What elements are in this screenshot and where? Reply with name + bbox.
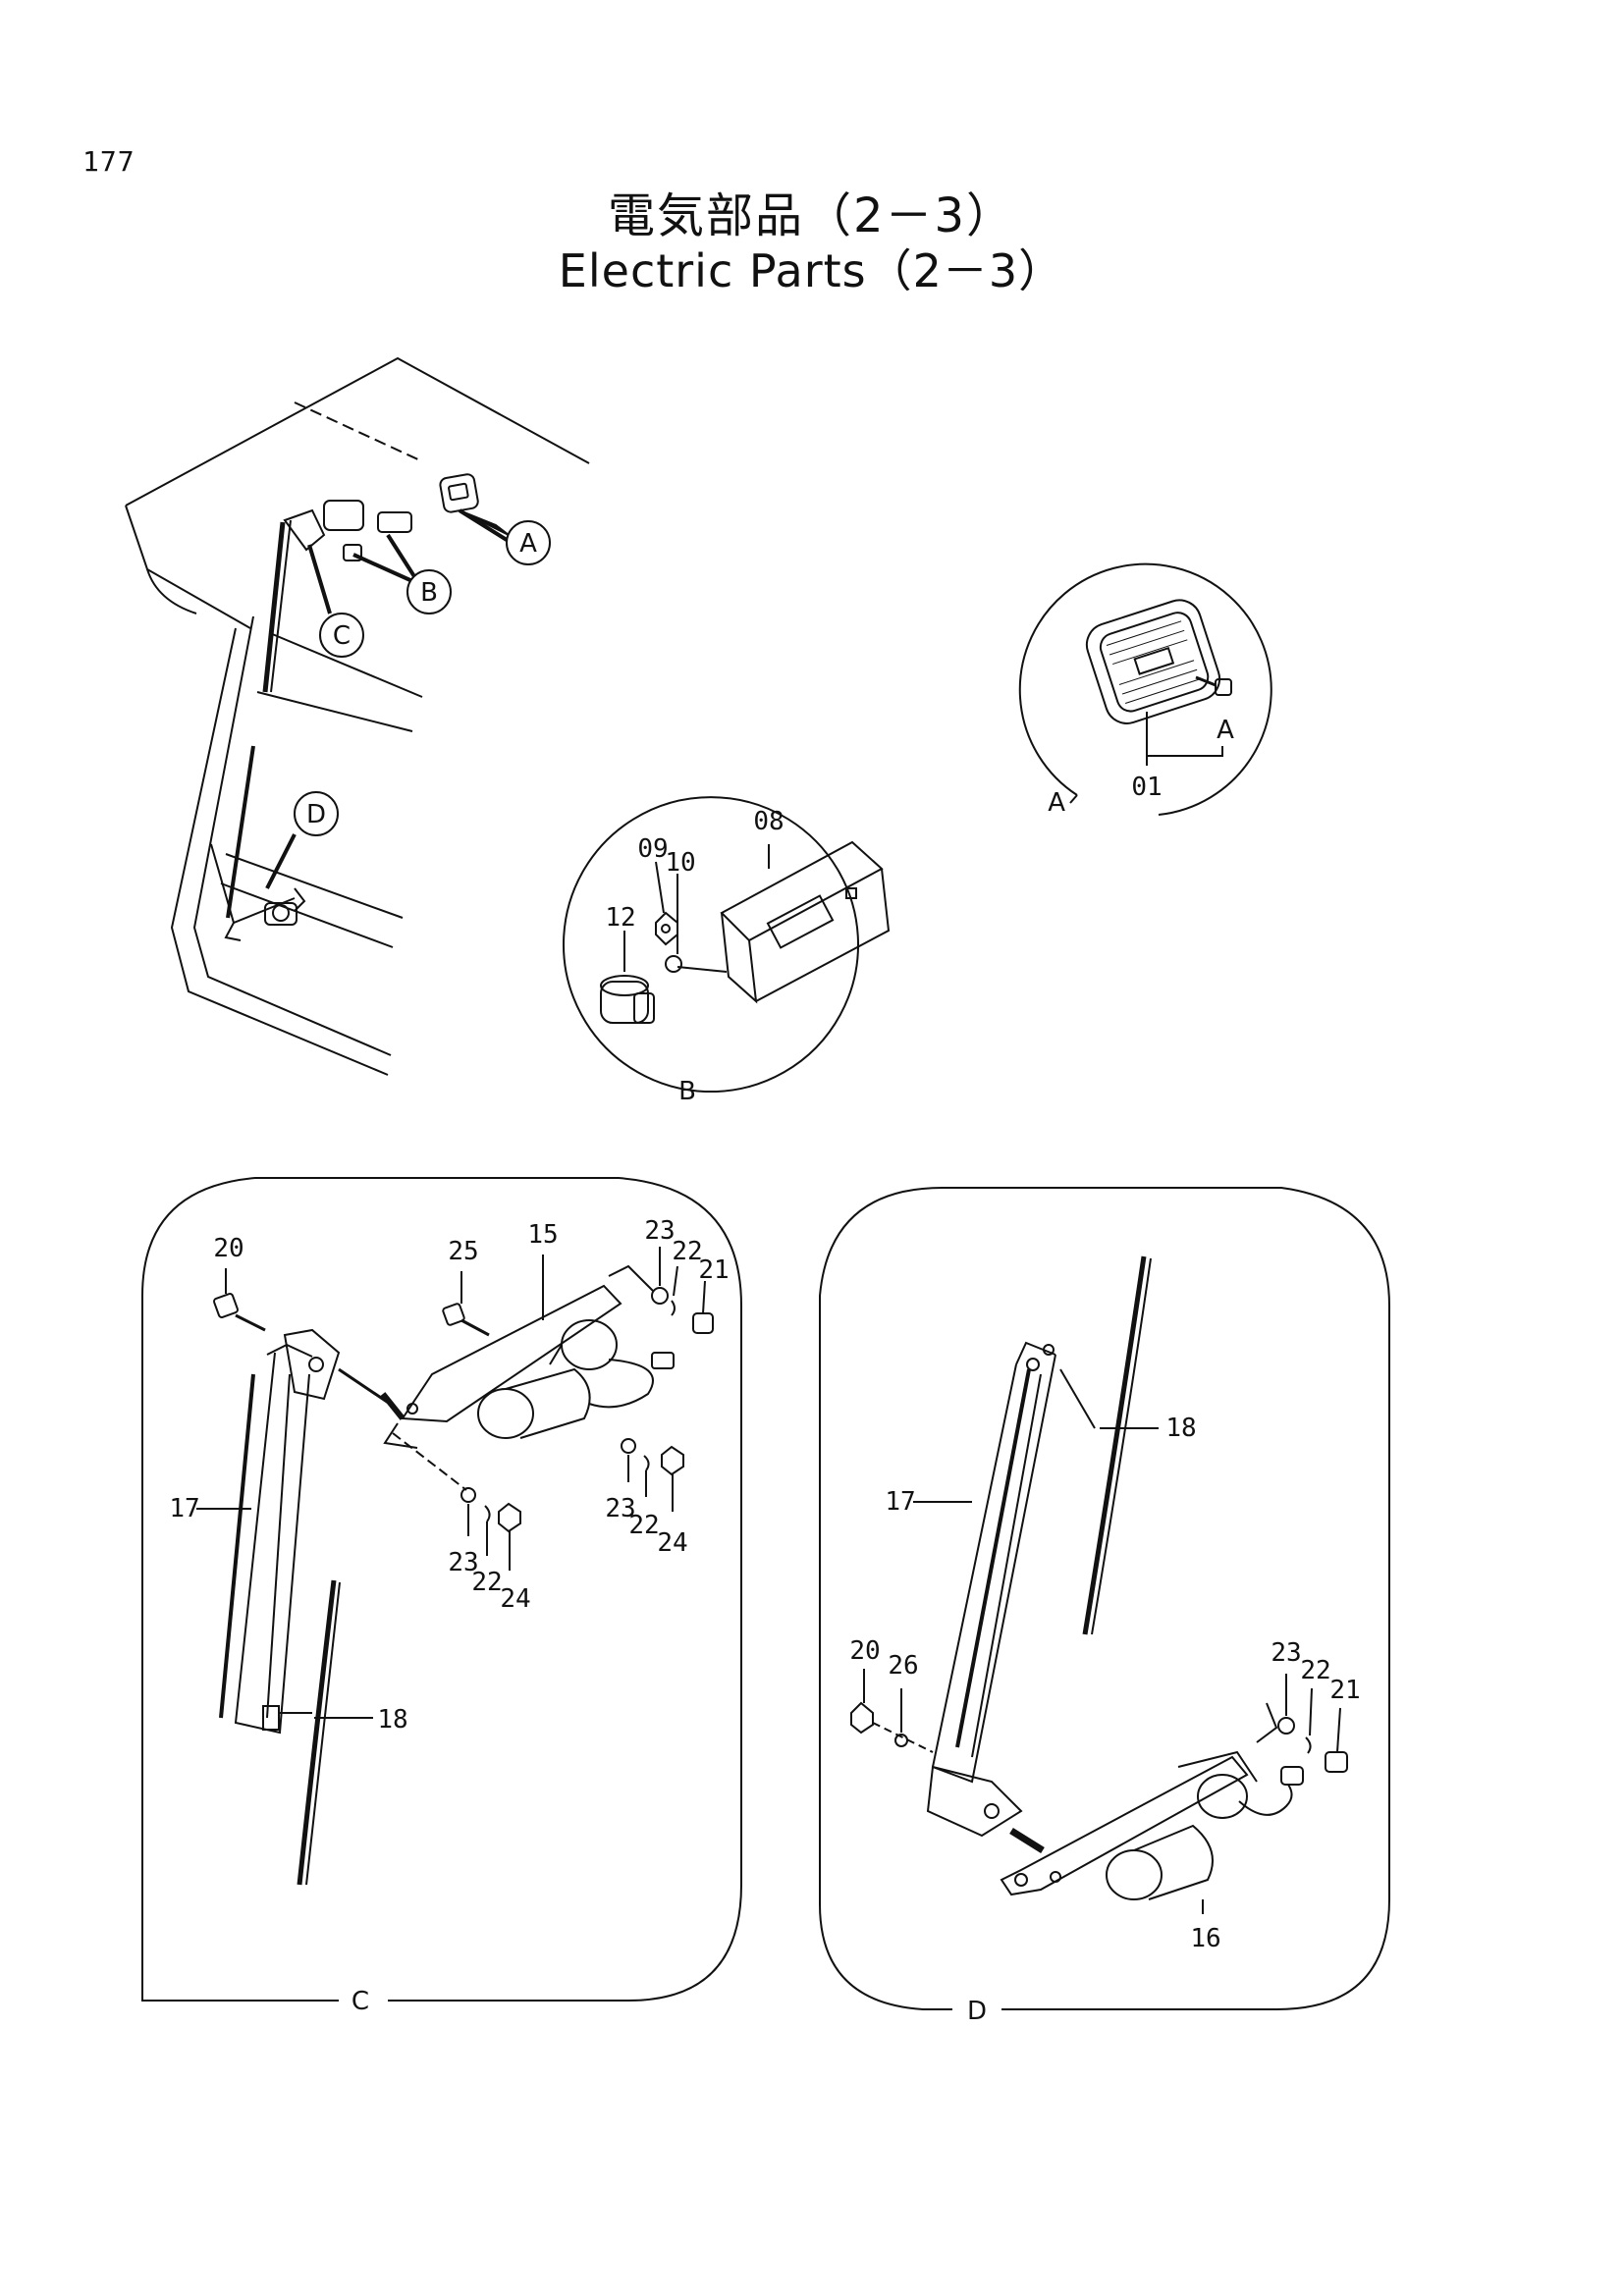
page-number: 177	[82, 145, 135, 178]
callout-a-label: A	[519, 529, 537, 559]
detail-d-part-22: 22	[1300, 1656, 1330, 1685]
detail-c-part-24c: 24	[500, 1584, 530, 1614]
callout-a: A	[458, 508, 551, 565]
detail-c-part-22c: 22	[471, 1568, 502, 1597]
callout-d: D	[265, 791, 339, 889]
detail-c-part-21: 21	[698, 1255, 729, 1285]
detail-a-label: A	[1048, 788, 1065, 818]
detail-c-part-24b: 24	[657, 1528, 687, 1558]
detail-c-label: C	[352, 1987, 369, 2016]
detail-c-part-17: 17	[169, 1494, 199, 1523]
detail-c-part-20: 20	[213, 1234, 243, 1263]
detail-c-part-23a: 23	[644, 1216, 675, 1246]
page-title-japanese: 電気部品（2－3）	[607, 188, 1016, 243]
detail-b-part-09: 09	[637, 834, 668, 864]
detail-c-part-23b: 23	[605, 1494, 635, 1523]
callout-b: B	[352, 533, 452, 614]
detail-d-part-21: 21	[1329, 1676, 1360, 1705]
callout-b-label: B	[420, 578, 438, 608]
detail-d-part-23: 23	[1271, 1638, 1301, 1668]
detail-c-part-25: 25	[448, 1237, 478, 1266]
detail-b-label: B	[678, 1077, 696, 1106]
callout-c-label: C	[333, 621, 351, 651]
callout-c: C	[307, 544, 364, 658]
detail-d-part-20: 20	[849, 1636, 880, 1666]
detail-d-panel: D	[819, 1187, 1390, 2026]
detail-d-part-16: 16	[1190, 1924, 1220, 1953]
detail-a-part-01: 01	[1131, 773, 1162, 802]
detail-c-part-18: 18	[377, 1705, 407, 1735]
detail-c-part-22a: 22	[672, 1237, 702, 1266]
detail-b-part-08: 08	[753, 807, 784, 836]
detail-d-part-26: 26	[888, 1651, 918, 1681]
detail-b-part-12: 12	[605, 903, 635, 933]
detail-a-part-a: A	[1217, 716, 1234, 745]
detail-c-part-22b: 22	[628, 1511, 659, 1540]
detail-d-part-17: 17	[885, 1487, 915, 1517]
detail-d-label: D	[967, 1997, 987, 2026]
detail-c-panel: C	[141, 1177, 742, 2016]
detail-c-part-15: 15	[527, 1220, 558, 1250]
detail-b-part-10: 10	[665, 848, 695, 878]
detail-d-part-18: 18	[1165, 1414, 1196, 1443]
detail-a-panel: A 01 A	[1018, 562, 1272, 818]
cab-overview	[125, 356, 590, 1076]
callout-d-label: D	[306, 800, 326, 829]
detail-b-panel: B 08 09 10 12	[563, 796, 891, 1106]
detail-c-part-23c: 23	[448, 1548, 478, 1577]
page-title-english: Electric Parts（2－3）	[558, 244, 1065, 297]
